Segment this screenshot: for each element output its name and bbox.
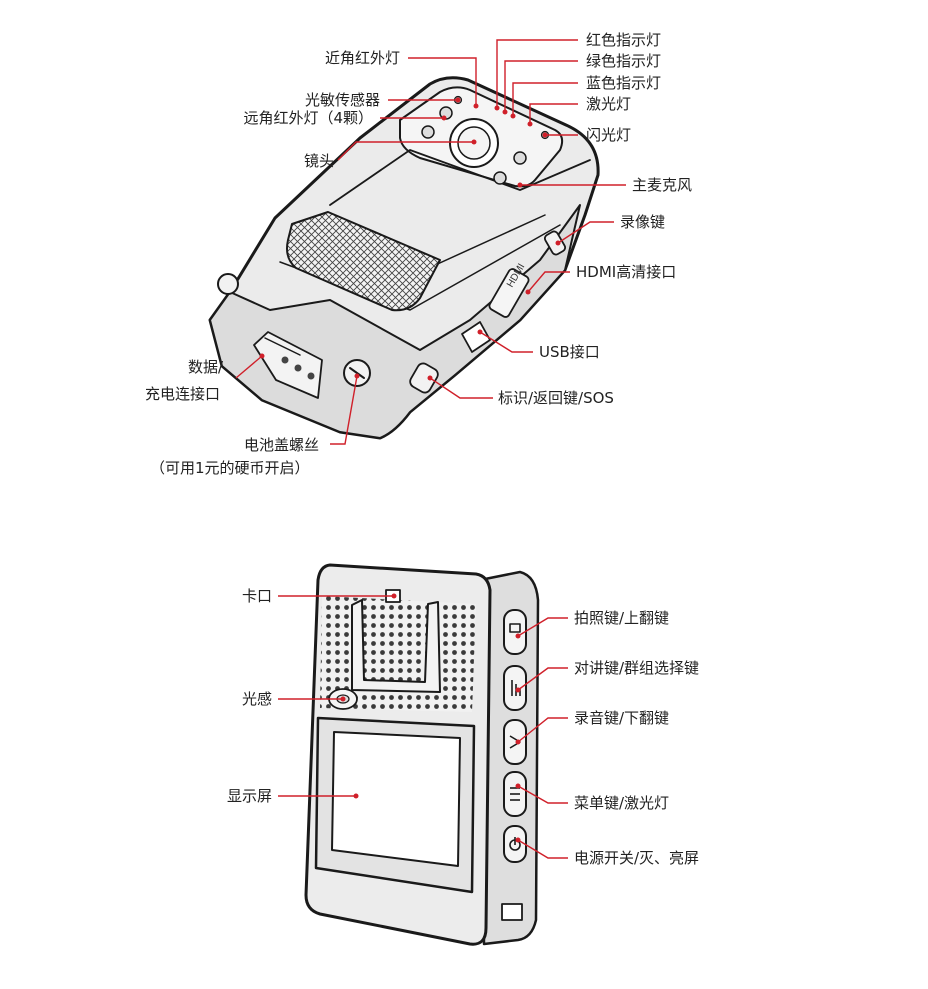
label-data-line1: 数据/ [188,358,224,376]
top-speaker-grille [286,211,441,312]
label-data-line2: 充电连接口 [145,385,221,403]
record-key-shape [544,230,566,256]
label-power: 电源开关/灭、亮屏 [574,849,700,867]
talk-group-button [503,665,527,711]
label-usb: USB接口 [539,343,600,361]
bottom-leader-lines [278,593,568,859]
label-laser: 激光灯 [586,95,632,113]
belt-clip [351,599,441,693]
bottom-device [304,563,540,946]
label-screw-line2: （可用1元的硬币开启） [150,459,310,477]
label-record-key: 录像键 [620,213,666,231]
label-hdmi: HDMI高清接口 [576,263,677,281]
hdmi-port-shape [488,268,530,318]
label-green-led: 绿色指示灯 [586,52,662,70]
label-talk-group: 对讲键/群组选择键 [574,659,700,677]
top-leader-lines [235,39,626,445]
label-lens: 镜头 [303,152,334,170]
label-blue-led: 蓝色指示灯 [586,74,662,92]
audio-down-button [503,719,527,765]
data-connector [253,331,323,399]
label-card-slot: 卡口 [241,587,272,605]
label-mic: 主麦克风 [632,176,693,194]
label-screw-line1: 电池盖螺丝 [244,436,320,454]
label-near-ir: 近角红外灯 [324,49,400,67]
label-display: 显示屏 [226,787,272,805]
display-screen [331,731,461,867]
usb-port-shape [461,321,491,353]
label-far-ir: 远角红外灯（4颗） [243,109,373,127]
label-flash: 闪光灯 [586,126,632,144]
label-light-sensor: 光敏传感器 [304,91,380,109]
label-mark-back-sos: 标识/返回键/SOS [498,389,614,407]
label-photo-up: 拍照键/上翻键 [574,609,670,627]
label-menu-laser: 菜单键/激光灯 [574,794,670,812]
label-light-sense: 光感 [241,690,272,708]
mark-key-shape [409,362,439,394]
top-device [208,76,600,440]
label-audio-down: 录音键/下翻键 [574,709,670,727]
label-red-led: 红色指示灯 [586,31,662,49]
